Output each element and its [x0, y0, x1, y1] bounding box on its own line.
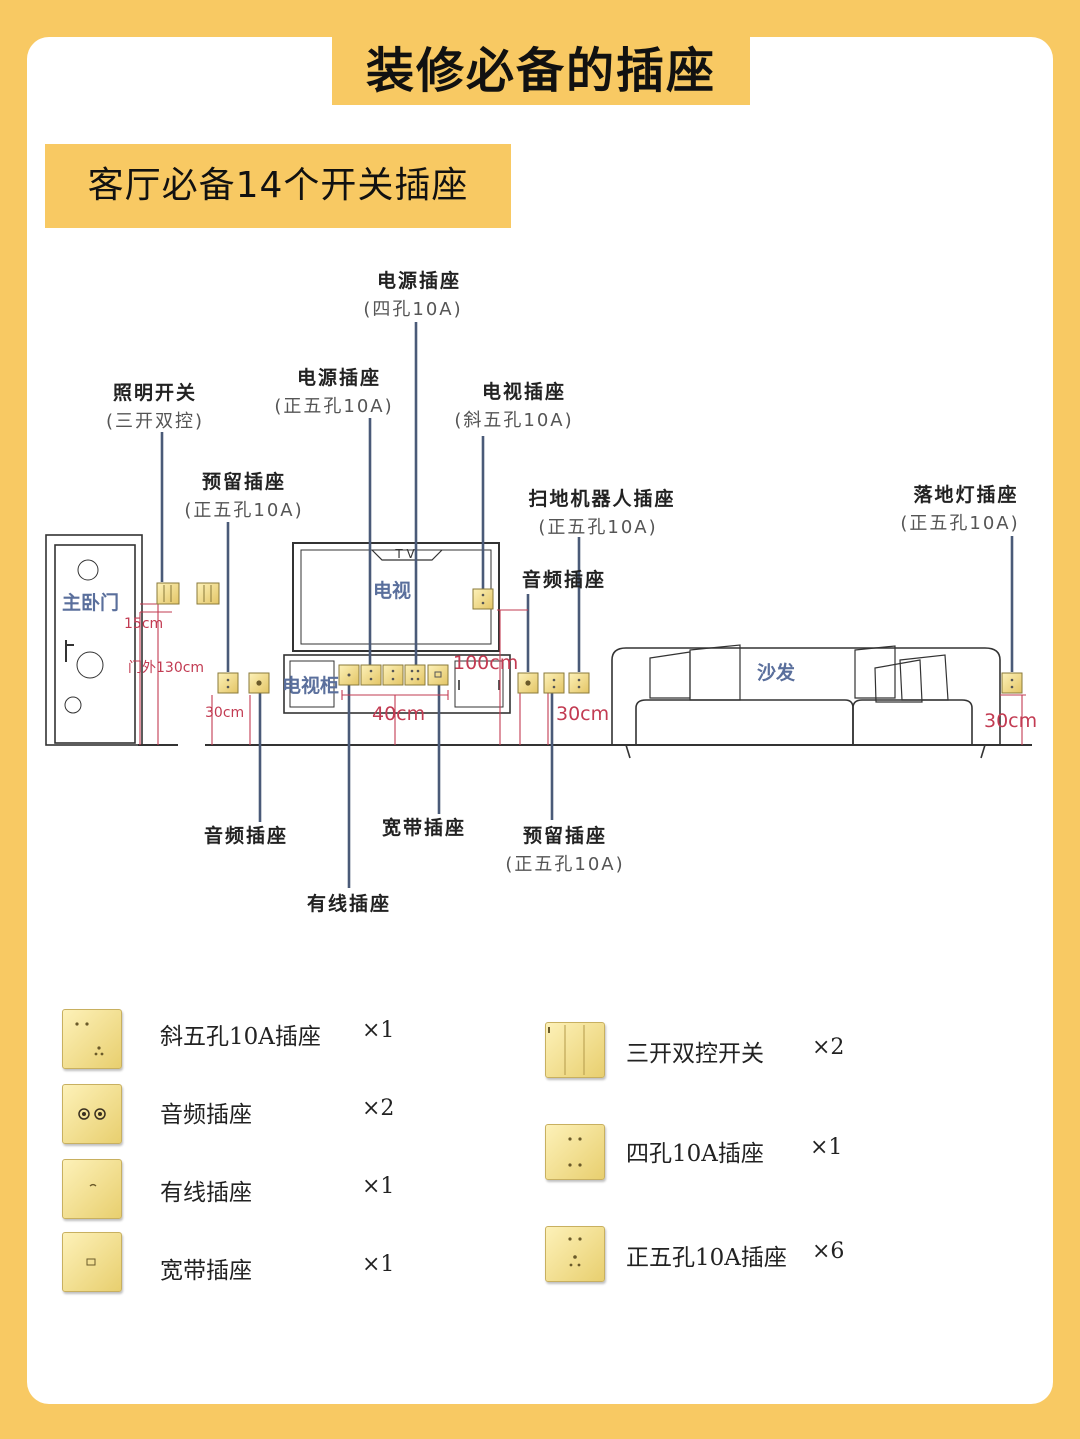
sofa-drawing: [611, 644, 1001, 759]
floor-lamp-socket-icon: [1001, 672, 1023, 694]
dim-tv-socket-height: 100cm: [453, 652, 518, 674]
tv-label: 电视: [373, 579, 411, 602]
dim-right-socket: 30cm: [556, 703, 609, 725]
callout-reserved-left-spec: (正五孔10A): [184, 500, 303, 521]
broadband-socket-icon: [427, 664, 449, 686]
legend-count: ×6: [812, 1239, 845, 1264]
sofa-label: 沙发: [757, 661, 796, 684]
audio-socket-icon: [517, 672, 539, 694]
door-drawing: [45, 534, 178, 746]
five-hole-socket-icon: [545, 1226, 605, 1282]
callout-floor-lamp-spec: (正五孔10A): [900, 513, 1019, 534]
dim-cabinet-width: 40cm: [372, 703, 425, 725]
callout-robot-spec: (正五孔10A): [538, 517, 657, 538]
callout-reserved-bottom-spec: (正五孔10A): [505, 854, 624, 875]
cable-socket-icon: [338, 664, 360, 686]
tv-socket-icon: [472, 588, 494, 610]
legend-name: 三开双控开关: [626, 1041, 764, 1067]
legend-count: ×2: [362, 1096, 395, 1121]
callout-power-four-spec: (四孔10A): [363, 299, 462, 320]
audio-socket-icon: [62, 1084, 122, 1144]
legend-count: ×2: [812, 1035, 845, 1060]
callout-light-switch-spec: (三开双控): [106, 411, 204, 432]
section-subtitle: 客厅必备14个开关插座: [87, 165, 469, 206]
callout-reserved-left-name: 预留插座: [202, 470, 286, 493]
slanted-five-hole-socket-icon: [62, 1009, 122, 1069]
legend-name: 斜五孔10A插座: [160, 1024, 321, 1050]
socket-icon: [543, 672, 565, 694]
four-hole-socket-icon: [545, 1124, 605, 1180]
legend-name: 四孔10A插座: [626, 1141, 764, 1167]
cable-tv-socket-icon: [62, 1159, 122, 1219]
dim-lamp-socket: 30cm: [984, 710, 1037, 732]
legend-name: 宽带插座: [160, 1258, 252, 1284]
callout-tv-socket-name: 电视插座: [482, 380, 566, 403]
dim-door-outside: 门外130cm: [128, 660, 204, 676]
tv-cabinet-label: 电视柜: [282, 674, 339, 697]
callout-tv-socket-spec: (斜五孔10A): [454, 410, 573, 431]
legend-count: ×1: [362, 1018, 395, 1043]
callout-light-switch-name: 照明开关: [113, 381, 197, 404]
callout-power-four-name: 电源插座: [377, 269, 461, 292]
callout-floor-lamp-name: 落地灯插座: [913, 483, 1018, 506]
dim-switch-gap: 15cm: [124, 616, 163, 632]
tv-mark: T V: [394, 547, 415, 561]
subtitle-banner: [45, 144, 511, 228]
robot-socket-icon: [568, 672, 590, 694]
page-title: 装修必备的插座: [365, 43, 716, 99]
legend-name: 音频插座: [160, 1102, 252, 1128]
callout-power-five-spec: (正五孔10A): [274, 396, 393, 417]
socket-icon: [382, 664, 404, 686]
leader-lines: [160, 322, 1014, 888]
callout-power-five-name: 电源插座: [297, 366, 381, 389]
triple-switch-icon: [545, 1022, 605, 1078]
callout-robot-name: 扫地机器人插座: [528, 487, 675, 510]
broadband-socket-icon: [62, 1232, 122, 1292]
content-card: [27, 37, 1053, 1404]
title-banner: [332, 37, 750, 105]
legend-count: ×1: [810, 1135, 843, 1160]
light-switch-icon: [196, 582, 220, 605]
light-switch-icon: [156, 582, 180, 605]
socket-icon: [360, 664, 382, 686]
four-hole-socket-icon: [404, 664, 426, 686]
legend-count: ×1: [362, 1252, 395, 1277]
tv-cabinet-drawing: [283, 654, 511, 714]
callout-broadband-name: 宽带插座: [382, 816, 466, 839]
door-label: 主卧门: [62, 591, 119, 614]
legend-count: ×1: [362, 1174, 395, 1199]
callout-audio-left-name: 音频插座: [204, 824, 288, 847]
audio-socket-icon: [248, 672, 270, 694]
dim-left-socket: 30cm: [205, 705, 244, 721]
socket-icon: [217, 672, 239, 694]
legend-name: 正五孔10A插座: [626, 1245, 787, 1271]
dimension-lines: [139, 603, 1026, 745]
legend-name: 有线插座: [160, 1180, 252, 1206]
callout-audio-right-name: 音频插座: [522, 568, 606, 591]
callout-reserved-bottom-name: 预留插座: [523, 824, 607, 847]
callout-cable-name: 有线插座: [307, 892, 391, 915]
